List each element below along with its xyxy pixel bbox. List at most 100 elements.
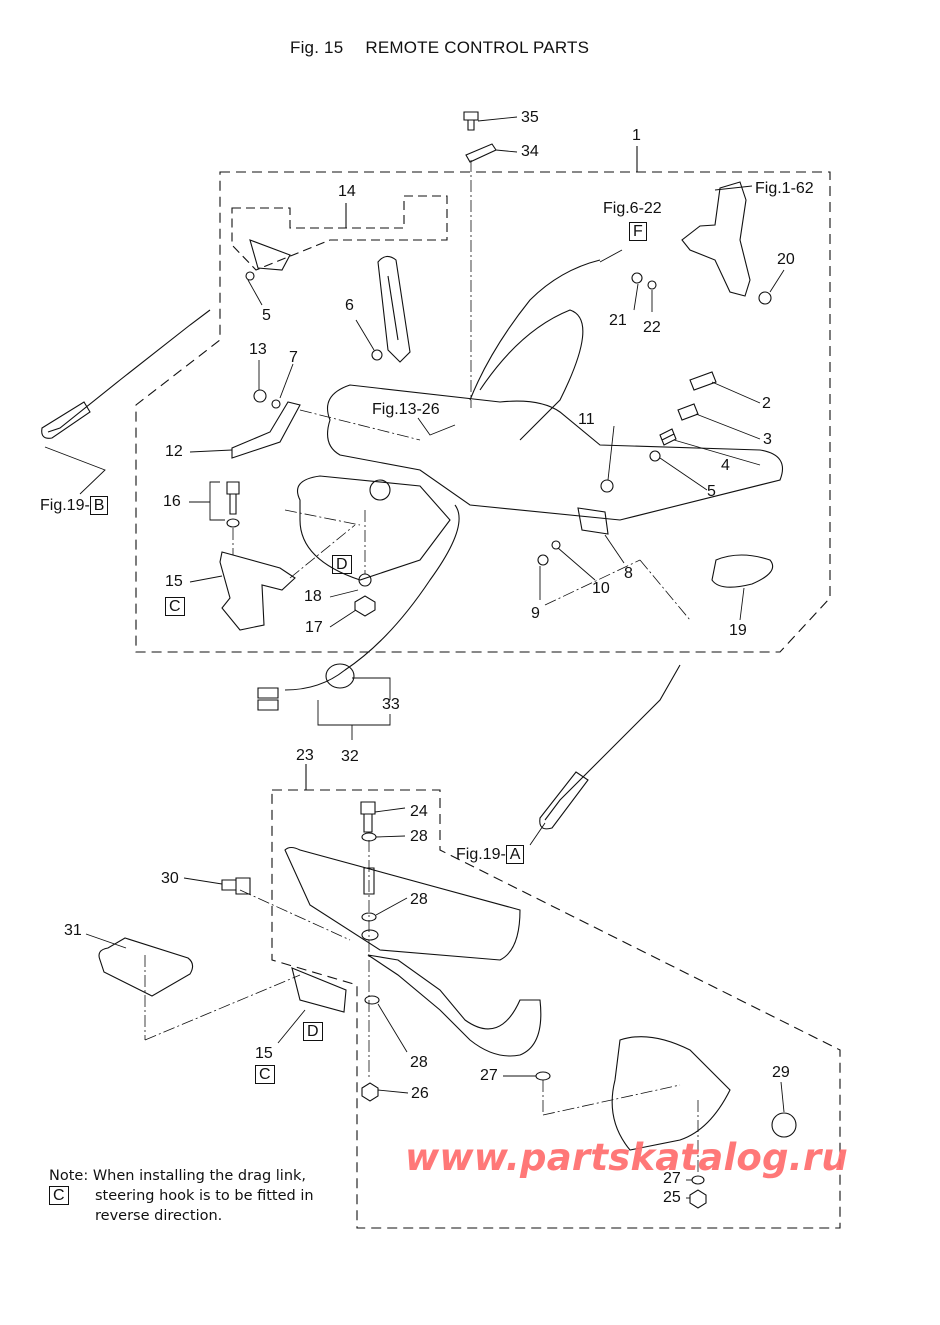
note-line-2-text: steering hook is to be fitted in xyxy=(95,1188,314,1204)
ref-fig-19-a[interactable]: Fig.19-A xyxy=(456,845,525,864)
grip-19 xyxy=(711,554,774,588)
washer-22 xyxy=(647,280,657,290)
callout-3: 3 xyxy=(763,431,772,448)
nut-25 xyxy=(689,1189,707,1209)
washer-5 xyxy=(649,450,661,462)
callout-28-mid: 28 xyxy=(410,891,428,908)
screw-35 xyxy=(463,111,479,131)
callout-23: 23 xyxy=(296,747,314,764)
page-title: Fig. 15 REMOTE CONTROL PARTS xyxy=(290,38,589,58)
plate-31 xyxy=(98,937,194,997)
callout-15-lower: 15 xyxy=(255,1045,273,1062)
callout-11: 11 xyxy=(578,411,595,428)
callout-30: 30 xyxy=(161,870,179,887)
note-line-3: reverse direction. xyxy=(95,1208,223,1224)
spring-4 xyxy=(659,428,677,446)
adapter-30 xyxy=(221,877,251,895)
bolt-24 xyxy=(360,801,376,833)
callout-21: 21 xyxy=(609,312,627,329)
figure-number: Fig. 15 xyxy=(290,38,344,57)
assembly-23-boundary xyxy=(271,789,841,1229)
washer-27-mid xyxy=(535,1071,551,1081)
nut-6 xyxy=(371,349,383,361)
housing-knob xyxy=(369,479,391,501)
box-b: B xyxy=(89,496,109,515)
bolt-13 xyxy=(253,389,267,403)
washer-large xyxy=(361,929,379,941)
box-c-lower: C xyxy=(255,1065,275,1084)
plate-8 xyxy=(577,507,609,535)
callout-35: 35 xyxy=(521,109,539,126)
callout-9: 9 xyxy=(531,605,540,622)
grommet xyxy=(325,663,355,689)
nut-11 xyxy=(600,479,614,493)
alignment-lines xyxy=(144,160,699,1175)
nut-26 xyxy=(361,1082,379,1102)
clip-34 xyxy=(465,143,497,163)
callout-6: 6 xyxy=(345,297,354,314)
callout-20: 20 xyxy=(777,251,795,268)
callout-31: 31 xyxy=(64,922,82,939)
bracket-15-lower xyxy=(291,967,347,1013)
callout-16: 16 xyxy=(163,493,181,510)
screw-9 xyxy=(537,554,549,566)
washer-28-top xyxy=(361,832,377,842)
box-c-upper: C xyxy=(165,597,185,616)
leader-lines xyxy=(44,116,785,1199)
callout-27-mid: 27 xyxy=(480,1067,498,1084)
box-a: A xyxy=(505,845,525,864)
cable-end-14 xyxy=(249,239,291,271)
figure-title: REMOTE CONTROL PARTS xyxy=(365,38,590,57)
wire-harness xyxy=(284,504,460,691)
callout-22: 22 xyxy=(643,319,661,336)
collar-3 xyxy=(677,403,699,421)
callout-34: 34 xyxy=(521,143,539,160)
bracket-15 xyxy=(219,551,296,631)
washer-5-left xyxy=(245,271,255,281)
ref-fig-1-62[interactable]: Fig.1-62 xyxy=(755,180,814,197)
ref-fig-13-26[interactable]: Fig.13-26 xyxy=(372,401,440,418)
control-cable-a xyxy=(544,664,681,821)
marker-c-lower: C xyxy=(255,1065,275,1084)
callout-5-right: 5 xyxy=(707,483,716,500)
ref-fig-19-b[interactable]: Fig.19-B xyxy=(40,496,109,515)
callout-19: 19 xyxy=(729,622,747,639)
callout-8: 8 xyxy=(624,565,633,582)
engine-clamp xyxy=(611,1036,731,1151)
callout-26: 26 xyxy=(411,1085,429,1102)
callout-14: 14 xyxy=(338,183,356,200)
washer-7 xyxy=(271,399,281,409)
pin-2 xyxy=(689,371,717,391)
callout-29: 29 xyxy=(772,1064,790,1081)
box-d-lower: D xyxy=(303,1022,323,1041)
mount-bracket xyxy=(681,181,751,297)
ref-fig-6-22-box: F xyxy=(629,222,647,241)
callout-15-upper: 15 xyxy=(165,573,183,590)
cable-b-end xyxy=(41,401,91,439)
callout-28-lower: 28 xyxy=(410,1054,428,1071)
control-housing xyxy=(326,384,784,521)
ref-fig-19-a-label: Fig.19- xyxy=(456,846,506,863)
callout-24: 24 xyxy=(410,803,428,820)
callout-5-left: 5 xyxy=(262,307,271,324)
box-d-upper: D xyxy=(332,555,352,574)
ref-fig-6-22[interactable]: Fig.6-22 xyxy=(603,200,662,217)
nut-29 xyxy=(771,1112,797,1138)
nut-21 xyxy=(631,272,643,284)
watermark: www.partskatalog.ru xyxy=(405,1136,848,1179)
callout-17: 17 xyxy=(305,619,323,636)
assembly-1-boundary xyxy=(135,171,831,653)
callout-18: 18 xyxy=(304,588,322,605)
housing-base xyxy=(296,475,451,581)
marker-d-upper: D xyxy=(332,555,352,574)
washer-10 xyxy=(551,540,561,550)
callout-12: 12 xyxy=(165,443,183,460)
marker-c-upper: C xyxy=(165,597,185,616)
washer-28-lower xyxy=(364,995,380,1005)
lever-12 xyxy=(231,401,301,459)
callout-32: 32 xyxy=(341,748,359,765)
callout-7: 7 xyxy=(289,349,298,366)
